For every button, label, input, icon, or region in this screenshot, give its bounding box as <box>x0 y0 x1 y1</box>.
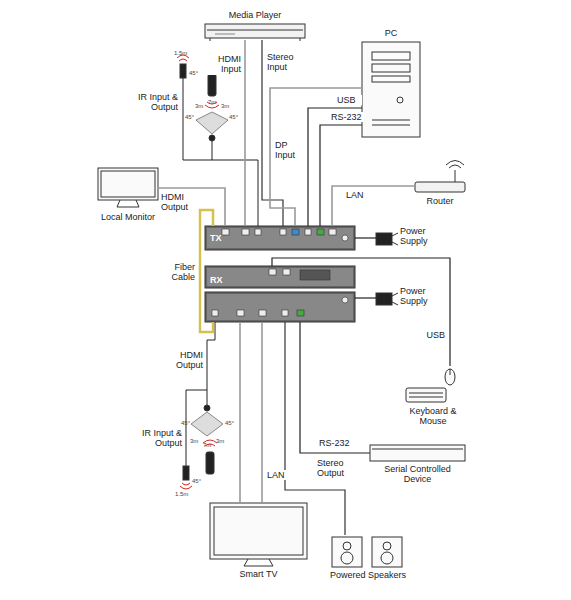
cable-label: DP Input <box>274 140 304 161</box>
cable-connector <box>308 108 362 226</box>
powered-speakers: Powered Speakers <box>330 535 406 569</box>
node-label: TX <box>210 233 230 243</box>
distance-label: 7m <box>203 442 213 448</box>
cable-connector <box>270 88 362 226</box>
node-label: Media Player <box>195 10 315 20</box>
distance-label: 3m <box>190 438 200 444</box>
callout-label: IR Input & Output <box>124 428 182 449</box>
smart-tv: Smart TV <box>210 503 307 567</box>
cable-connector <box>355 297 376 298</box>
cable-connector <box>272 258 450 366</box>
distance-label: 45° <box>192 478 206 484</box>
power-supply: Power Supply <box>376 233 392 245</box>
callout-label: IR Input & Output <box>120 92 178 113</box>
cable-label: RS-232 <box>318 438 358 448</box>
cable-label: USB <box>418 330 446 340</box>
node-label: PC <box>362 28 420 38</box>
distance-label: 3m <box>216 438 226 444</box>
cable-label: HDMI Output <box>168 350 204 371</box>
node-label: Serial Controlled Device <box>370 464 465 485</box>
tx-unit: TX <box>205 226 355 250</box>
node-label: Power Supply <box>400 286 442 307</box>
distance-label: 7m <box>208 99 218 105</box>
distance-label: 3m <box>221 103 231 109</box>
distance-label: 45° <box>225 420 237 426</box>
cable-label: Fiber Cable <box>158 262 196 283</box>
distance-label: 1.5m <box>174 50 192 56</box>
cable-label: LAN <box>345 190 369 200</box>
cable-label: HDMI Output <box>160 192 196 213</box>
media-player: Media Player <box>205 24 305 40</box>
cable-connector <box>239 322 241 503</box>
node-label: Local Monitor <box>86 212 170 222</box>
router: Router <box>415 178 465 192</box>
keyboard-mouse: Keyboard & Mouse <box>404 366 460 406</box>
node-label: Smart TV <box>210 569 307 579</box>
node-label: Keyboard & Mouse <box>398 406 468 427</box>
cable-label: Stereo Output <box>316 458 352 479</box>
distance-label: 45° <box>181 420 193 426</box>
cable-connector <box>244 40 246 226</box>
node-label: Powered Speakers <box>318 570 418 580</box>
cable-connector <box>158 188 225 226</box>
cable-label: Stereo Input <box>266 52 302 73</box>
cable-connector <box>320 125 362 226</box>
node-label: RX <box>210 275 230 285</box>
cable-connector <box>332 186 415 226</box>
node-label: Power Supply <box>400 226 442 247</box>
cable-connector <box>285 322 345 535</box>
serial-device: Serial Controlled Device <box>370 445 465 461</box>
cable-label: USB <box>336 95 362 105</box>
cable-connector <box>200 210 213 332</box>
rx-unit: RX <box>205 266 355 322</box>
node-label: Router <box>415 196 465 206</box>
distance-label: 3m <box>195 103 205 109</box>
distance-label: 45° <box>185 114 197 120</box>
distance-label: 1.5m <box>175 491 193 497</box>
distance-label: 45° <box>229 114 241 120</box>
cable-connector <box>300 322 370 453</box>
cable-connector <box>261 322 263 503</box>
local-monitor: Local Monitor <box>98 168 158 208</box>
pc-tower: PC <box>362 42 420 137</box>
power-supply: Power Supply <box>376 293 392 305</box>
distance-label: 45° <box>189 70 203 76</box>
cable-label: HDMI Input <box>206 54 242 75</box>
cable-label: RS-232 <box>330 112 364 122</box>
cable-label: LAN <box>266 470 288 480</box>
cable-connector <box>355 237 376 238</box>
